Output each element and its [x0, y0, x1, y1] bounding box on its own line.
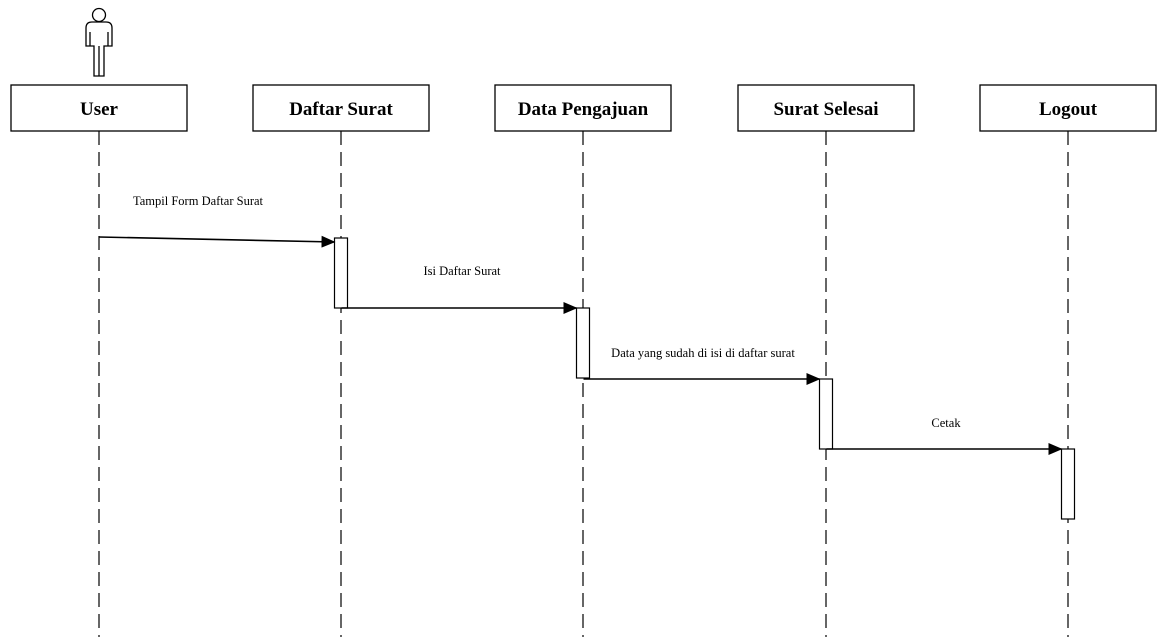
lifeline-label: User — [80, 99, 119, 120]
lifeline-box-4[interactable]: Logout — [979, 84, 1157, 132]
lifeline-box-frame — [494, 84, 672, 132]
message-3: Cetak — [826, 416, 1063, 455]
lifeline-box-frame — [737, 84, 915, 132]
lifeline-label: Surat Selesai — [773, 99, 878, 120]
message-label: Isi Daftar Surat — [423, 264, 501, 278]
message-2: Data yang sudah di isi di daftar surat — [583, 346, 821, 385]
lifeline-label: Data Pengajuan — [518, 99, 649, 120]
user-actor-icon — [85, 7, 113, 77]
message-label: Tampil Form Daftar Surat — [133, 194, 264, 208]
lifeline-box-1[interactable]: Daftar Surat — [252, 84, 430, 132]
activation-bar-4 — [1060, 448, 1076, 520]
message-label: Data yang sudah di isi di daftar surat — [611, 346, 795, 360]
lifeline-box-3[interactable]: Surat Selesai — [737, 84, 915, 132]
activation-bar-3 — [818, 378, 834, 450]
lifeline-label: Daftar Surat — [289, 99, 393, 120]
message-1: Isi Daftar Surat — [341, 264, 578, 314]
lifeline-box-2[interactable]: Data Pengajuan — [494, 84, 672, 132]
lifeline-box-frame — [10, 84, 188, 132]
activation-bar-2 — [575, 307, 591, 379]
lifeline-box-0[interactable]: User — [10, 84, 188, 132]
message-0: Tampil Form Daftar Surat — [98, 194, 336, 248]
lifeline-box-frame — [979, 84, 1157, 132]
message-label: Cetak — [931, 416, 961, 430]
lifeline-box-frame — [252, 84, 430, 132]
lifeline-label: Logout — [1039, 99, 1098, 120]
message-arrow — [98, 235, 336, 248]
activation-bar-1 — [333, 237, 349, 309]
